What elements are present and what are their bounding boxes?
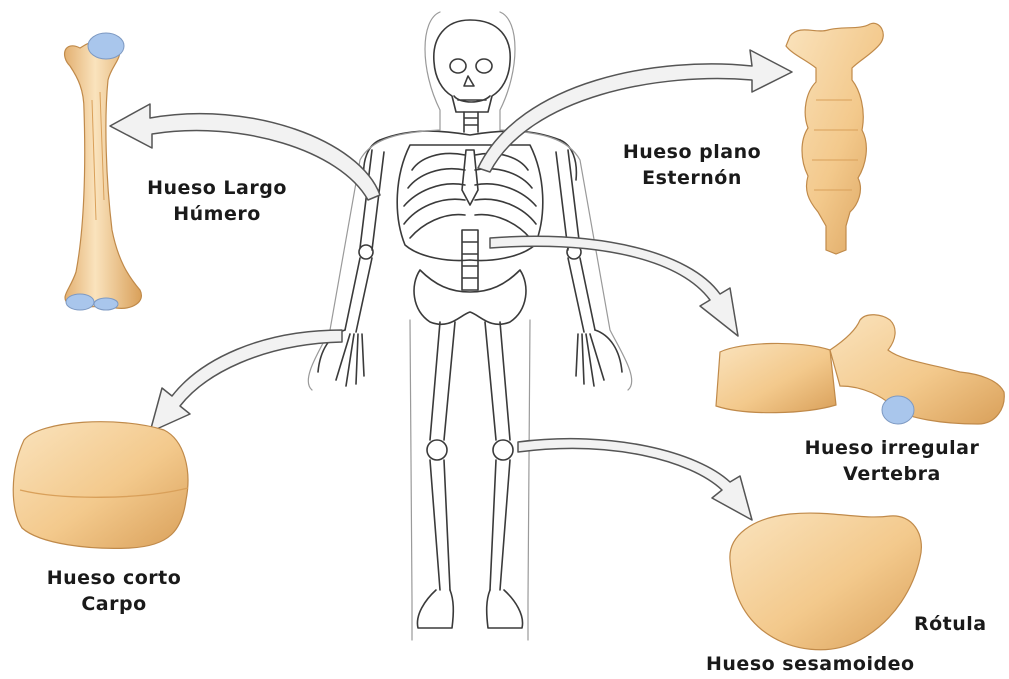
tibia-left bbox=[430, 460, 450, 590]
label-hueso-irregular: Hueso irregular Vertebra bbox=[784, 436, 1000, 487]
label-rotula: Rótula bbox=[914, 612, 987, 638]
carpus-bone bbox=[13, 422, 188, 549]
label-vertebra-name: Vertebra bbox=[784, 462, 1000, 488]
arrow-to-vertebra bbox=[490, 236, 738, 336]
label-hueso-largo: Hueso Largo Húmero bbox=[132, 176, 302, 227]
knee-left bbox=[427, 440, 447, 460]
humerus-bone bbox=[65, 33, 142, 310]
forearm-right bbox=[568, 258, 595, 332]
skull bbox=[434, 20, 510, 112]
hand-right bbox=[576, 330, 622, 386]
foot-left bbox=[417, 590, 453, 628]
label-humero-type: Hueso Largo bbox=[132, 176, 302, 202]
arrow-to-rotula bbox=[518, 439, 752, 520]
clavicles bbox=[380, 131, 560, 140]
nasal-cavity bbox=[464, 76, 474, 86]
eye-socket-right bbox=[476, 59, 492, 73]
eye-socket-left bbox=[450, 59, 466, 73]
vertebra-bone bbox=[716, 315, 1004, 424]
label-humero-name: Húmero bbox=[132, 202, 302, 228]
foot-right bbox=[487, 590, 523, 628]
skeleton-figure bbox=[308, 12, 631, 640]
label-carpo-type: Hueso corto bbox=[26, 566, 202, 592]
femur-right bbox=[485, 322, 510, 440]
label-vertebra-type: Hueso irregular bbox=[784, 436, 1000, 462]
femur-left bbox=[430, 322, 455, 440]
label-carpo-name: Carpo bbox=[26, 592, 202, 618]
tibia-right bbox=[490, 460, 510, 590]
label-hueso-corto: Hueso corto Carpo bbox=[26, 566, 202, 617]
sternum-small bbox=[462, 150, 478, 205]
arrows bbox=[110, 50, 792, 520]
knee-right bbox=[493, 440, 513, 460]
label-esternon-name: Esternón bbox=[606, 166, 778, 192]
ribs-left bbox=[404, 153, 465, 238]
shoulder-outline bbox=[364, 140, 577, 180]
jaw bbox=[454, 96, 490, 102]
cervical-spine bbox=[464, 112, 478, 132]
arrow-to-carpo bbox=[150, 330, 342, 432]
forearm-left bbox=[345, 258, 372, 332]
sternum-bone bbox=[786, 23, 883, 254]
label-hueso-plano: Hueso plano Esternón bbox=[606, 140, 778, 191]
patella-bone bbox=[730, 513, 922, 650]
elbow-left bbox=[359, 245, 373, 259]
label-hueso-sesamoideo: Hueso sesamoideo bbox=[706, 652, 915, 678]
label-esternon-type: Hueso plano bbox=[606, 140, 778, 166]
